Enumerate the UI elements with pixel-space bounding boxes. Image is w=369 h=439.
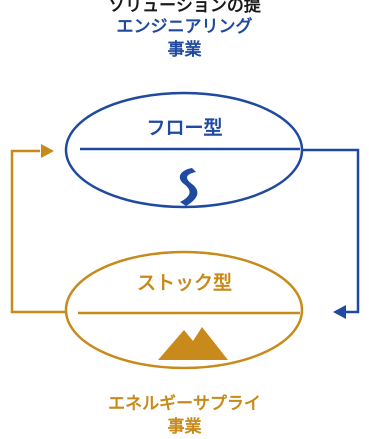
stock-to-flow-arrowhead xyxy=(41,144,54,158)
engineering-line2: 事業 xyxy=(167,40,202,60)
stock-to-flow-arrow xyxy=(10,149,66,314)
flow-type-label: フロー型 xyxy=(146,117,223,139)
engineering-business-label: エンジニアリング 事業 xyxy=(0,16,369,62)
energy-line1: エネルギーサプライ xyxy=(108,394,261,414)
engineering-line1: エンジニアリング xyxy=(116,17,253,37)
mountain-icon xyxy=(158,327,228,360)
stock-type-label: ストック型 xyxy=(136,272,232,294)
top-cut-text: ソリューションの提 xyxy=(108,0,261,16)
river-icon xyxy=(179,168,198,206)
flow-to-stock-arrowhead xyxy=(333,305,346,319)
stock-ellipse xyxy=(64,250,304,370)
energy-line2: 事業 xyxy=(167,417,202,437)
energy-supply-business-label: エネルギーサプライ 事業 xyxy=(0,393,369,439)
flow-to-stock-arrow xyxy=(302,148,360,314)
